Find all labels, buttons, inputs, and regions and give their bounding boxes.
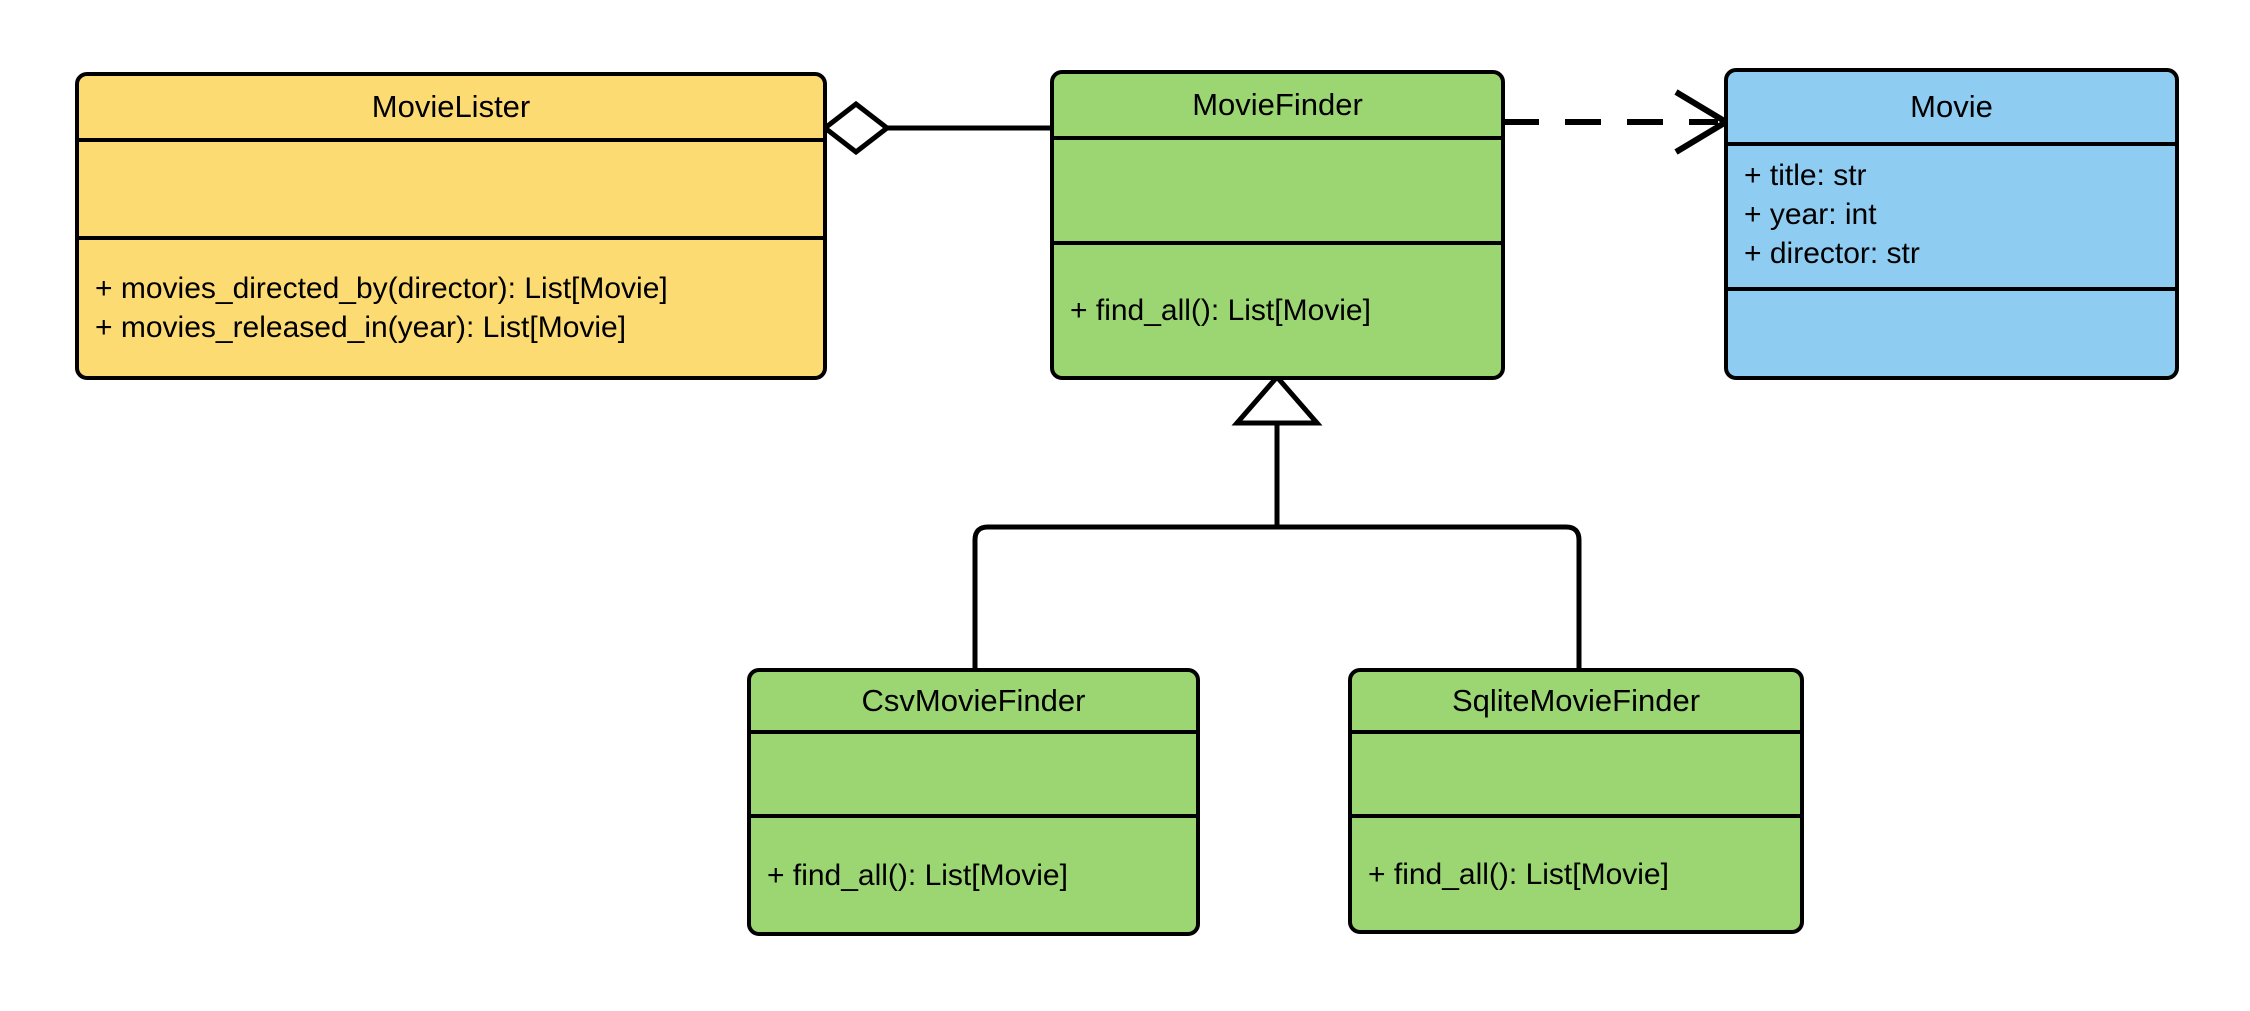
hollow-triangle-icon [1231,373,1323,426]
class-name-movie-lister: MovieLister [79,76,823,142]
hollow-diamond-icon [820,100,892,156]
operations-compartment-csv-movie-finder: + find_all(): List[Movie] [751,818,1196,932]
operation-item: + find_all(): List[Movie] [767,858,1068,892]
attributes-compartment-movie: + title: str + year: int + director: str [1728,146,2175,291]
class-box-movie[interactable]: Movie + title: str + year: int + directo… [1724,68,2179,380]
edge-finder-depends-on-movie[interactable] [1503,89,1732,155]
attribute-item: + title: str [1744,159,1867,192]
operations-compartment-movie-lister: + movies_directed_by(director): List[Mov… [79,240,823,376]
attributes-compartment-sqlite-movie-finder [1352,734,1800,818]
class-name-csv-movie-finder: CsvMovieFinder [751,672,1196,734]
class-box-movie-finder[interactable]: MovieFinder + find_all(): List[Movie] [1050,70,1505,380]
attributes-compartment-movie-lister [79,142,823,240]
class-box-sqlite-movie-finder[interactable]: SqliteMovieFinder + find_all(): List[Mov… [1348,668,1804,934]
operation-item: + movies_released_in(year): List[Movie] [95,311,627,344]
class-box-csv-movie-finder[interactable]: CsvMovieFinder + find_all(): List[Movie] [747,668,1200,936]
operation-item: + movies_directed_by(director): List[Mov… [95,272,668,305]
class-box-movie-lister[interactable]: MovieLister + movies_directed_by(directo… [75,72,827,380]
operations-compartment-movie-finder: + find_all(): List[Movie] [1054,245,1501,376]
attributes-compartment-csv-movie-finder [751,734,1196,818]
operations-compartment-sqlite-movie-finder: + find_all(): List[Movie] [1352,818,1800,930]
attribute-item: + year: int [1744,198,1877,231]
class-name-movie: Movie [1728,72,2175,146]
edge-generalization-fork[interactable] [972,373,1582,668]
attributes-compartment-movie-finder [1054,140,1501,245]
operations-compartment-movie [1728,291,2175,376]
class-name-sqlite-movie-finder: SqliteMovieFinder [1352,672,1800,734]
generalization-branch-path [972,524,1582,668]
attribute-item: + director: str [1744,237,1920,270]
edge-lister-aggregates-finder[interactable] [820,100,1052,156]
operation-item: + find_all(): List[Movie] [1070,294,1371,327]
operation-item: + find_all(): List[Movie] [1368,857,1669,891]
class-name-movie-finder: MovieFinder [1054,74,1501,140]
open-arrowhead-icon [1674,89,1732,155]
